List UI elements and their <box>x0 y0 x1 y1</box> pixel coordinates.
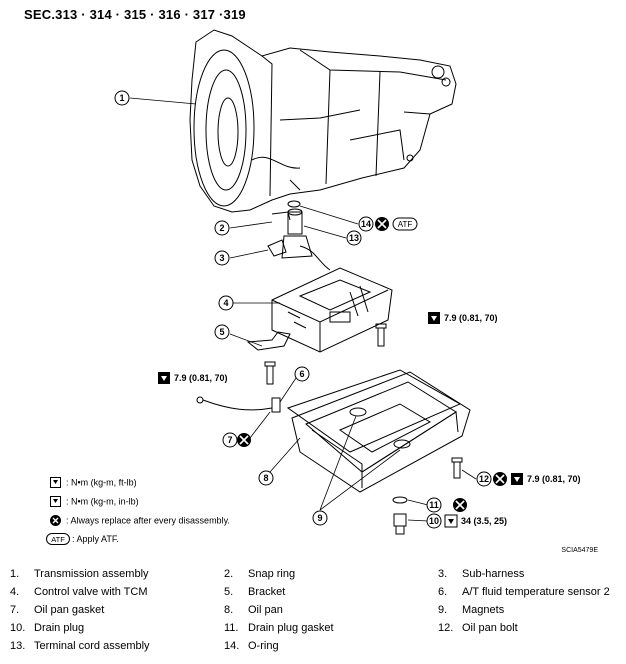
torque-control-valve-bolt: 7.9 (0.81, 70) <box>444 313 498 323</box>
parts-row: 4.Control valve with TCM 5.Bracket 6.A/T… <box>10 586 620 604</box>
torque-wrench-icon <box>158 372 170 384</box>
parts-row: 10.Drain plug 11.Drain plug gasket 12.Oi… <box>10 622 620 640</box>
temperature-sensor-drawing <box>196 396 281 413</box>
parts-row: 1.Transmission assembly 2.Snap ring 3.Su… <box>10 568 620 586</box>
svg-text:12: 12 <box>479 474 489 484</box>
svg-text:10: 10 <box>429 516 439 526</box>
oil-pan-bolt-drawing <box>451 457 463 479</box>
part-item: 7.Oil pan gasket <box>10 604 105 616</box>
callout-7: 7 <box>222 432 238 448</box>
svg-text:2: 2 <box>219 223 224 233</box>
callout-11: 11 <box>426 497 442 513</box>
svg-text:ATF: ATF <box>398 220 413 229</box>
terminal-cord-bolt-drawing <box>264 361 276 385</box>
replace-x-icon <box>237 433 251 447</box>
part-item: 3.Sub-harness <box>438 568 525 580</box>
part-item: 5.Bracket <box>224 586 286 598</box>
figure-reference-code: SCIA5479E <box>561 547 598 554</box>
svg-text:6: 6 <box>299 369 304 379</box>
oil-pan-drawing <box>291 371 471 493</box>
replace-x-icon <box>493 472 507 486</box>
callout-10: 10 <box>426 513 442 529</box>
transmission-assembly-drawing <box>189 29 457 213</box>
part-item: 13.Terminal cord assembly <box>10 640 150 652</box>
bracket-drawing <box>246 331 291 351</box>
callout-12: 12 <box>476 471 492 487</box>
parts-list: 1.Transmission assembly 2.Snap ring 3.Su… <box>10 568 620 658</box>
callout-9: 9 <box>312 510 328 526</box>
part-item: 9.Magnets <box>438 604 505 616</box>
part-item: 8.Oil pan <box>224 604 283 616</box>
sub-harness-drawing <box>267 239 331 271</box>
control-valve-bolt-drawing <box>375 323 387 347</box>
callout-1: 1 <box>114 90 130 106</box>
part-item: 14.O-ring <box>224 640 279 652</box>
callout-6: 6 <box>294 366 310 382</box>
part-item: 6.A/T fluid temperature sensor 2 <box>438 586 610 598</box>
part-item: 11.Drain plug gasket <box>224 622 334 634</box>
svg-text:3: 3 <box>219 253 224 263</box>
part-item: 10.Drain plug <box>10 622 85 634</box>
svg-text:5: 5 <box>219 327 224 337</box>
torque-wrench-icon <box>511 473 523 485</box>
legend-atf: ATF: Apply ATF. <box>46 533 119 545</box>
callout-3: 3 <box>214 250 230 266</box>
torque-wrench-icon <box>50 496 61 508</box>
atf-icon: ATF <box>46 533 70 545</box>
torque-wrench-icon <box>50 477 61 489</box>
svg-text:ATF: ATF <box>51 535 65 544</box>
svg-text:9: 9 <box>317 513 322 523</box>
legend-in-lb: : N•m (kg-m, in-lb) <box>50 496 139 508</box>
part-item: 4.Control valve with TCM <box>10 586 148 598</box>
callout-4: 4 <box>218 295 234 311</box>
svg-text:1: 1 <box>119 93 124 103</box>
svg-text:11: 11 <box>429 500 439 510</box>
callout-13: 13 <box>346 230 362 246</box>
parts-row: 13.Terminal cord assembly 14.O-ring <box>10 640 620 658</box>
parts-row: 7.Oil pan gasket 8.Oil pan 9.Magnets <box>10 604 620 622</box>
replace-x-icon <box>453 498 467 512</box>
drain-plug-gasket-drawing <box>392 496 408 504</box>
svg-text:14: 14 <box>361 219 371 229</box>
callout-2: 2 <box>214 220 230 236</box>
snap-ring-drawing <box>271 200 301 221</box>
replace-x-icon <box>50 515 61 527</box>
part-item: 12.Oil pan bolt <box>438 622 518 634</box>
section-title: SEC.313 · 314 · 315 · 316 · 317 ·319 <box>24 7 246 22</box>
legend-ft-lb: : N•m (kg-m, ft-lb) <box>50 477 137 489</box>
svg-text:13: 13 <box>349 233 359 243</box>
callout-5: 5 <box>214 324 230 340</box>
part-item: 2.Snap ring <box>224 568 296 580</box>
torque-wrench-icon <box>444 514 458 528</box>
torque-drain-plug: 34 (3.5, 25) <box>461 516 507 526</box>
torque-terminal-cord-bolt: 7.9 (0.81, 70) <box>174 373 228 383</box>
callout-8: 8 <box>258 470 274 486</box>
svg-text:8: 8 <box>263 473 268 483</box>
part-item: 1.Transmission assembly <box>10 568 149 580</box>
control-valve-drawing <box>271 267 393 353</box>
exploded-view-diagram: 1 2 3 4 5 6 7 8 9 10 11 12 13 14 ATF 7.9… <box>114 29 581 535</box>
svg-text:7: 7 <box>227 435 232 445</box>
oil-pan-gasket-drawing <box>286 369 462 453</box>
terminal-cord-drawing <box>281 208 313 259</box>
torque-oil-pan-bolt: 7.9 (0.81, 70) <box>527 474 581 484</box>
callout-14: 14 <box>358 216 374 232</box>
torque-wrench-icon <box>428 312 440 324</box>
replace-x-icon <box>375 217 389 231</box>
drain-plug-drawing <box>393 513 407 535</box>
atf-tag: ATF <box>392 217 418 231</box>
magnets-drawing <box>349 407 411 449</box>
legend-replace: : Always replace after every disassembly… <box>50 515 230 527</box>
svg-text:4: 4 <box>223 298 228 308</box>
